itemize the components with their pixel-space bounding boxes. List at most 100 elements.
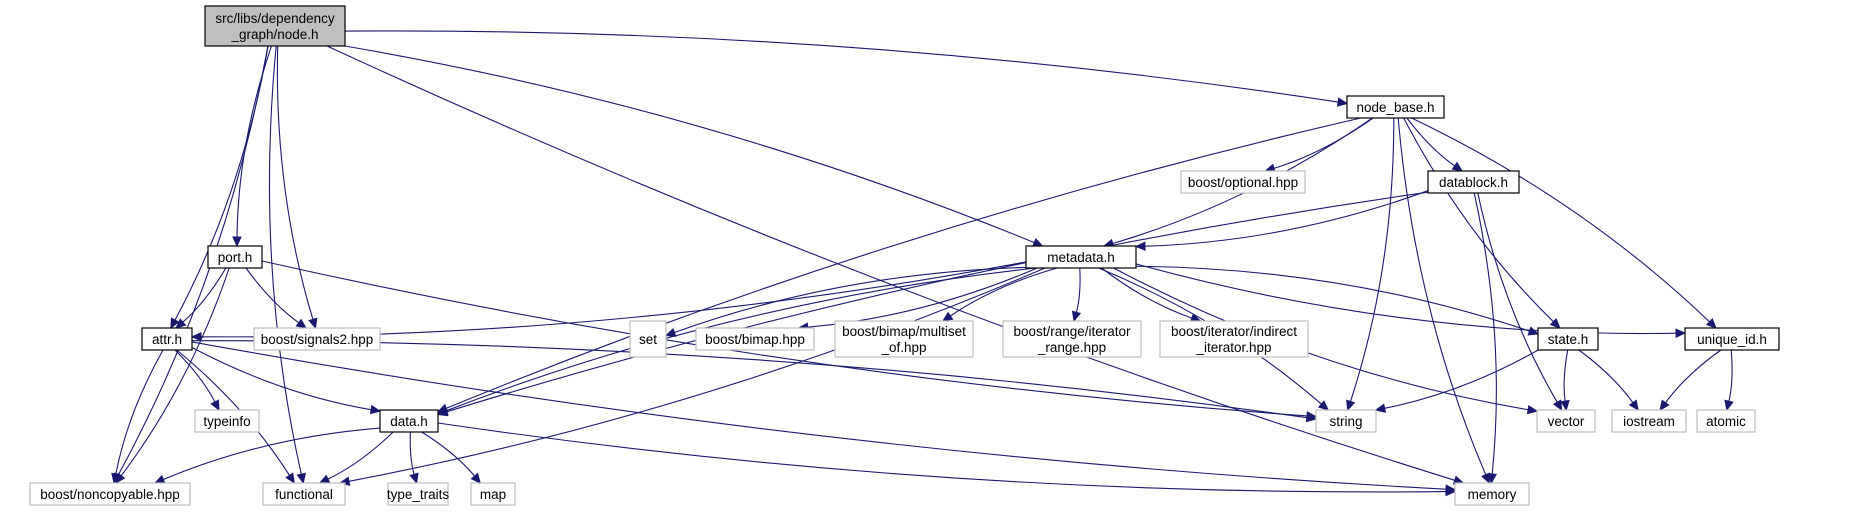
node-type-traits: type_traits: [387, 482, 450, 506]
arrowhead-icon: [1724, 399, 1734, 412]
node-label: memory: [1468, 487, 1517, 502]
node-label: atomic: [1706, 414, 1746, 429]
edge-metadata_h-to-boost_range_iter: [1071, 267, 1082, 323]
edge-line: [276, 45, 314, 320]
node-typeinfo: typeinfo: [194, 409, 260, 433]
arrowhead-icon: [1305, 412, 1318, 423]
node-box: [1536, 409, 1596, 433]
node-label: iostream: [1623, 414, 1675, 429]
edge-line: [1411, 117, 1710, 323]
node-label: type_traits: [387, 487, 450, 502]
node-label: boost/range/iterator: [1013, 324, 1131, 339]
edge-line: [409, 431, 415, 475]
edge-line: [446, 267, 1036, 412]
edge-line: [326, 45, 1455, 481]
edge-attr_h-to-boost_noncopyable: [111, 349, 164, 485]
node-boost-optional: boost/optional.hpp: [1180, 170, 1306, 194]
edge-data_h-to-map: [421, 431, 482, 484]
edge-line: [191, 347, 372, 411]
arrowhead-icon: [1071, 310, 1082, 323]
arrowhead-icon: [1675, 328, 1687, 338]
arrowhead-icon: [1628, 399, 1639, 411]
node-boost-bimap: boost/bimap.hpp: [695, 327, 815, 351]
nodes-layer: src/libs/dependency_graph/node.h node_bas…: [29, 5, 1780, 506]
node-attr-h[interactable]: attr.h: [141, 327, 193, 351]
arrowhead-icon: [210, 399, 220, 412]
arrowhead-icon: [1317, 400, 1330, 411]
edge-line: [348, 267, 1046, 482]
arrowhead-icon: [470, 472, 482, 484]
node-box: [204, 5, 346, 47]
node-label: boost/signals2.hpp: [261, 332, 374, 347]
edge-node_h-to-metadata_h: [344, 45, 1044, 247]
node-unique-id-h[interactable]: unique_id.h: [1684, 327, 1780, 351]
node-state-h[interactable]: state.h: [1537, 327, 1599, 351]
arrowhead-icon: [296, 472, 306, 485]
edge-state_h-to-string: [1374, 349, 1539, 413]
edge-line: [268, 45, 302, 475]
arrowhead-icon: [664, 327, 677, 337]
node-boost-range-iter: boost/range/iterator_range.hpp: [1002, 320, 1142, 358]
edge-metadata_h-to-data_h: [436, 267, 1036, 415]
edge-line: [174, 349, 216, 403]
edge-line: [446, 191, 1429, 413]
edge-line: [117, 45, 269, 476]
node-box: [629, 320, 667, 358]
edge-datablock_h-to-vector: [1477, 192, 1563, 412]
edge-node_h-to-attr_h: [170, 45, 269, 330]
arrowhead-icon: [1526, 404, 1539, 415]
node-port-h[interactable]: port.h: [207, 245, 263, 269]
edge-node_h-to-memory: [326, 45, 1465, 485]
edge-line: [163, 427, 381, 481]
node-box: [470, 482, 516, 506]
arrowhead-icon: [1487, 473, 1498, 485]
arrowhead-icon: [941, 311, 954, 322]
edge-node_h-to-boost_signals2: [276, 45, 318, 330]
edge-line: [1406, 117, 1456, 167]
node-label: datablock.h: [1439, 175, 1508, 190]
arrowhead-icon: [1134, 241, 1146, 251]
edge-data_h-to-memory: [437, 422, 1457, 497]
node-box: [1684, 327, 1780, 351]
edge-node_base_h-to-data_h: [436, 117, 1362, 413]
node-label: typeinfo: [203, 414, 250, 429]
node-box: [1002, 320, 1142, 358]
node-label: vector: [1548, 414, 1585, 429]
edge-metadata_h-to-set: [664, 266, 1027, 337]
node-box: [1346, 95, 1445, 119]
node-node-base-h[interactable]: node_base.h: [1346, 95, 1445, 119]
edge-line: [245, 267, 300, 324]
node-boost-signals2: boost/signals2.hpp: [253, 327, 381, 351]
edge-line: [1113, 267, 1529, 411]
node-vector: vector: [1536, 409, 1596, 433]
node-string: string: [1315, 409, 1377, 433]
edge-line: [1101, 267, 1193, 319]
edge-node_h-to-port_h: [232, 45, 273, 248]
edge-line: [1473, 192, 1497, 475]
node-node-h[interactable]: src/libs/dependency_graph/node.h: [204, 5, 346, 47]
node-label: boost/optional.hpp: [1188, 175, 1298, 190]
node-metadata-h[interactable]: metadata.h: [1025, 245, 1137, 269]
node-atomic: atomic: [1696, 409, 1756, 433]
node-datablock-h[interactable]: datablock.h: [1427, 170, 1520, 194]
arrowhead-icon: [369, 404, 382, 415]
edge-datablock_h-to-metadata_h: [1134, 190, 1429, 251]
edge-node_base_h-to-datablock_h: [1406, 117, 1464, 172]
node-label: boost/bimap.hpp: [705, 332, 805, 347]
edge-line: [1349, 117, 1395, 402]
node-label: _graph/node.h: [230, 27, 318, 42]
arrowhead-icon: [285, 472, 295, 485]
node-box: [1427, 170, 1520, 194]
edge-line: [1384, 349, 1539, 409]
node-label: data.h: [390, 414, 428, 429]
node-box: [695, 327, 815, 351]
arrowhead-icon: [175, 318, 187, 329]
arrowhead-icon: [308, 317, 318, 330]
arrowhead-icon: [1445, 486, 1457, 497]
node-data-h[interactable]: data.h: [379, 409, 439, 433]
node-box: [1696, 409, 1756, 433]
edge-line: [261, 260, 1308, 417]
edge-line: [446, 117, 1362, 409]
edge-datablock_h-to-data_h: [436, 191, 1429, 417]
